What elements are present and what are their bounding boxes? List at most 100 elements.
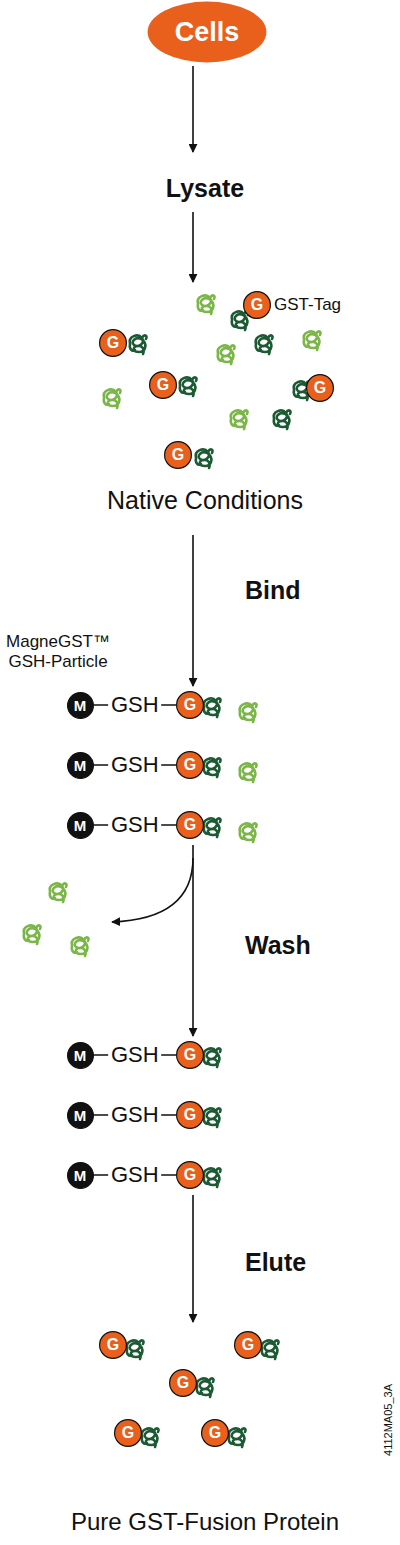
node-shape	[244, 292, 271, 319]
node-shape	[67, 692, 93, 718]
particle-circle: M	[67, 812, 94, 839]
tag-circle: G	[243, 291, 271, 319]
contaminant-protein	[304, 331, 321, 350]
start-ellipse: Cells	[147, 1, 267, 63]
tag-circle: G	[176, 1041, 204, 1069]
node-letter: G	[107, 335, 119, 351]
tag-circle: G	[164, 441, 192, 469]
node-letter: M	[74, 818, 87, 833]
node-shape	[307, 375, 334, 402]
tag-circle: G	[201, 1419, 229, 1447]
fusion-protein	[127, 1340, 144, 1359]
node-shape	[202, 1420, 229, 1447]
node-shape	[170, 1370, 197, 1397]
fusion-protein	[204, 1108, 221, 1127]
node-letter: G	[184, 1107, 196, 1123]
node-shape	[177, 812, 204, 839]
node-letter: G	[184, 817, 196, 833]
fusion-protein	[232, 311, 249, 330]
node-letter: M	[74, 1168, 87, 1183]
tag-circle: G	[149, 371, 177, 399]
node-shape	[150, 372, 177, 399]
node-letter: G	[107, 1337, 119, 1353]
callout-label: GST-Tag	[274, 295, 341, 315]
node-letter: G	[184, 1047, 196, 1063]
node-shape	[100, 1332, 127, 1359]
fusion-protein	[229, 1428, 246, 1447]
fusion-protein	[204, 758, 221, 777]
tag-circle: G	[176, 811, 204, 839]
fusion-protein	[204, 1048, 221, 1067]
tag-circle: G	[234, 1331, 262, 1359]
fusion-protein	[262, 1340, 279, 1359]
tag-circle: G	[99, 329, 127, 357]
particle-circle: M	[67, 752, 94, 779]
node-shape	[148, 2, 267, 63]
particle-circle: M	[67, 1162, 94, 1189]
node-letter: G	[242, 1337, 254, 1353]
tag-circle: G	[99, 1331, 127, 1359]
contaminant-protein	[104, 389, 121, 408]
node-letter: G	[251, 297, 263, 313]
linker-label: GSH	[108, 1164, 162, 1186]
step-label: Bind	[245, 576, 301, 605]
fusion-protein	[130, 335, 147, 354]
particle-circle: M	[67, 1042, 94, 1069]
node-letter: M	[74, 1108, 87, 1123]
washed-protein	[72, 937, 89, 956]
node-letter: G	[314, 380, 326, 396]
fusion-protein	[204, 1168, 221, 1187]
tag-circle: G	[169, 1369, 197, 1397]
step-label: Wash	[245, 931, 311, 960]
tag-circle: G	[176, 1101, 204, 1129]
node-shape	[67, 752, 93, 778]
node-shape	[177, 752, 204, 779]
washed-protein	[50, 883, 67, 902]
node-shape	[177, 692, 204, 719]
fusion-protein	[196, 449, 213, 468]
host-protein	[274, 410, 291, 429]
node-shape	[177, 1102, 204, 1129]
figure-code: 4112MA05_3A	[382, 1384, 395, 1456]
fusion-protein	[197, 1378, 214, 1397]
step-label: Elute	[245, 1248, 306, 1277]
node-shape	[67, 812, 93, 838]
tag-circle: G	[176, 1161, 204, 1189]
contaminant-protein	[240, 703, 257, 722]
particle-circle: M	[67, 1102, 94, 1129]
node-shape	[165, 442, 192, 469]
node-shape	[67, 1102, 93, 1128]
node-shape	[67, 1042, 93, 1068]
washed-protein	[24, 925, 41, 944]
wash-branch-arrow	[112, 858, 193, 922]
flow-arrow	[192, 66, 194, 152]
contaminant-protein	[198, 295, 215, 314]
node-letter: M	[74, 1048, 87, 1063]
node-letter: G	[177, 1375, 189, 1391]
contaminant-protein	[231, 410, 248, 429]
contaminant-protein	[240, 763, 257, 782]
contaminant-protein	[218, 345, 235, 364]
node-shape	[115, 1420, 142, 1447]
tag-circle: G	[306, 374, 334, 402]
node-letter: M	[74, 758, 87, 773]
flow-arrow	[192, 1195, 194, 1322]
flow-arrow	[192, 212, 194, 282]
node-letter: G	[209, 1425, 221, 1441]
node-letter: G	[122, 1425, 134, 1441]
fusion-protein	[204, 698, 221, 717]
node-shape	[235, 1332, 262, 1359]
step-title: Cells	[175, 19, 240, 46]
condition-label: Native Conditions	[107, 486, 303, 515]
node-letter: G	[184, 697, 196, 713]
tag-circle: G	[176, 751, 204, 779]
node-letter: M	[74, 698, 87, 713]
node-shape	[67, 1162, 93, 1188]
node-shape	[177, 1162, 204, 1189]
step-label: Lysate	[166, 174, 244, 203]
linker-label: GSH	[108, 814, 162, 836]
linker-label: GSH	[108, 754, 162, 776]
